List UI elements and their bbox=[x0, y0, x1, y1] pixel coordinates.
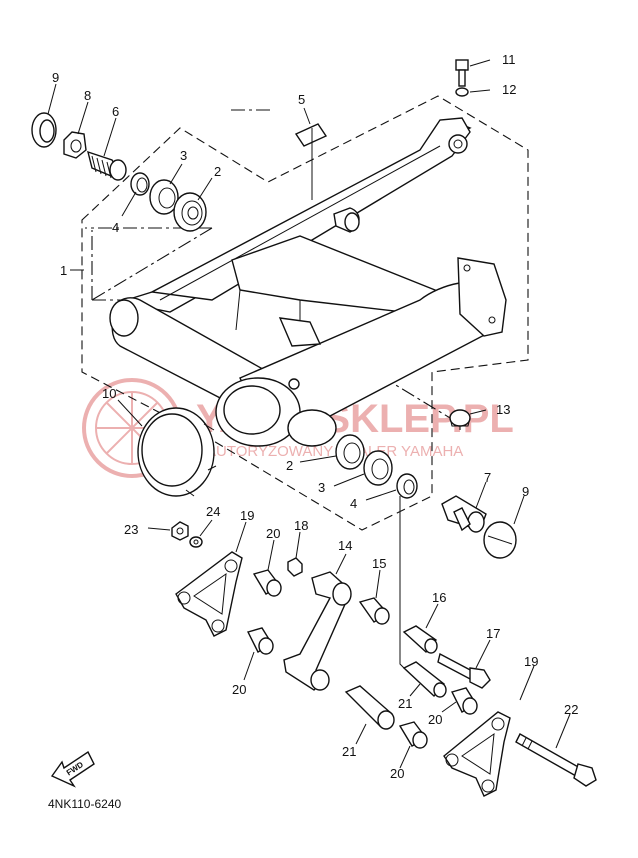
callout-9-top: 9 bbox=[52, 70, 59, 85]
callout-16: 16 bbox=[432, 590, 446, 605]
callout-9-lower: 9 bbox=[522, 484, 529, 499]
part-12-washer bbox=[455, 87, 469, 97]
callout-20-b: 20 bbox=[232, 682, 246, 697]
diagram-code: 4NK110-6240 bbox=[48, 797, 121, 811]
callout-7: 7 bbox=[484, 470, 491, 485]
part-19-plate-right bbox=[443, 711, 511, 797]
fwd-arrow-icon: FWD bbox=[50, 750, 95, 788]
part-4-collar-upper bbox=[130, 172, 150, 196]
part-16-collar bbox=[402, 625, 438, 654]
callout-19-left: 19 bbox=[240, 508, 254, 523]
callout-20-a: 20 bbox=[266, 526, 280, 541]
callout-1: 1 bbox=[60, 263, 67, 278]
callout-5: 5 bbox=[298, 92, 305, 107]
callout-22: 22 bbox=[564, 702, 578, 717]
part-21-collar-a bbox=[402, 661, 447, 698]
part-20-collar-c bbox=[450, 687, 478, 715]
callout-4-upper: 4 bbox=[112, 220, 119, 235]
callout-17: 17 bbox=[486, 626, 500, 641]
callout-6: 6 bbox=[112, 104, 119, 119]
part-9-cap-lower bbox=[483, 521, 517, 559]
callout-11: 11 bbox=[502, 52, 516, 67]
part-2-bearing-lower bbox=[335, 434, 365, 470]
callout-3-upper: 3 bbox=[180, 148, 187, 163]
part-13-cap bbox=[449, 409, 471, 427]
part-6-adjuster bbox=[87, 150, 127, 181]
part-4-collar-lower bbox=[396, 473, 418, 499]
swingarm-body bbox=[109, 117, 507, 447]
part-24-washer bbox=[189, 536, 203, 548]
part-21-collar-b bbox=[344, 685, 395, 730]
part-7-pivot-bolt bbox=[441, 495, 487, 533]
callout-15: 15 bbox=[372, 556, 386, 571]
callout-18: 18 bbox=[294, 518, 308, 533]
callout-12: 12 bbox=[502, 82, 516, 97]
part-2-bearing-upper bbox=[173, 192, 207, 232]
callout-labels: 9 8 6 5 11 12 3 2 4 1 10 13 2 3 4 7 9 23… bbox=[52, 52, 578, 781]
callout-3-lower: 3 bbox=[318, 480, 325, 495]
callout-20-d: 20 bbox=[390, 766, 404, 781]
callout-21-b: 21 bbox=[342, 744, 356, 759]
callout-2-lower: 2 bbox=[286, 458, 293, 473]
part-22-bolt bbox=[515, 733, 597, 787]
part-20-collar-b bbox=[246, 627, 274, 655]
part-23-nut bbox=[171, 521, 189, 541]
leader-lines bbox=[47, 59, 571, 769]
part-11-bolt bbox=[455, 59, 469, 87]
part-14-link-arm bbox=[283, 571, 352, 691]
part-8-nut bbox=[63, 131, 87, 159]
part-3-seal-upper bbox=[149, 179, 179, 215]
part-9-seal-top bbox=[31, 112, 57, 148]
callout-10: 10 bbox=[102, 386, 116, 401]
swingarm-group-outline bbox=[81, 95, 529, 531]
part-5-plate bbox=[294, 123, 328, 147]
callout-2-upper: 2 bbox=[214, 164, 221, 179]
callout-13: 13 bbox=[496, 402, 510, 417]
part-19-plate-left bbox=[175, 551, 243, 637]
callout-21-a: 21 bbox=[398, 696, 412, 711]
callout-20-c: 20 bbox=[428, 712, 442, 727]
part-20-collar-d bbox=[398, 721, 428, 749]
part-15-collar bbox=[358, 597, 390, 625]
callout-4-lower: 4 bbox=[350, 496, 357, 511]
callout-24: 24 bbox=[206, 504, 220, 519]
part-10-guard-ring bbox=[137, 407, 217, 497]
callout-8: 8 bbox=[84, 88, 91, 103]
part-3-seal-lower bbox=[363, 450, 393, 486]
part-20-collar-a bbox=[252, 569, 282, 597]
callout-23: 23 bbox=[124, 522, 138, 537]
watermark-subtitle: AUTORYZOWANY DEALER YAMAHA bbox=[206, 443, 463, 460]
callout-14: 14 bbox=[338, 538, 352, 553]
callout-19-right: 19 bbox=[524, 654, 538, 669]
part-17-bolt bbox=[437, 652, 491, 689]
part-18-nut bbox=[287, 557, 303, 577]
